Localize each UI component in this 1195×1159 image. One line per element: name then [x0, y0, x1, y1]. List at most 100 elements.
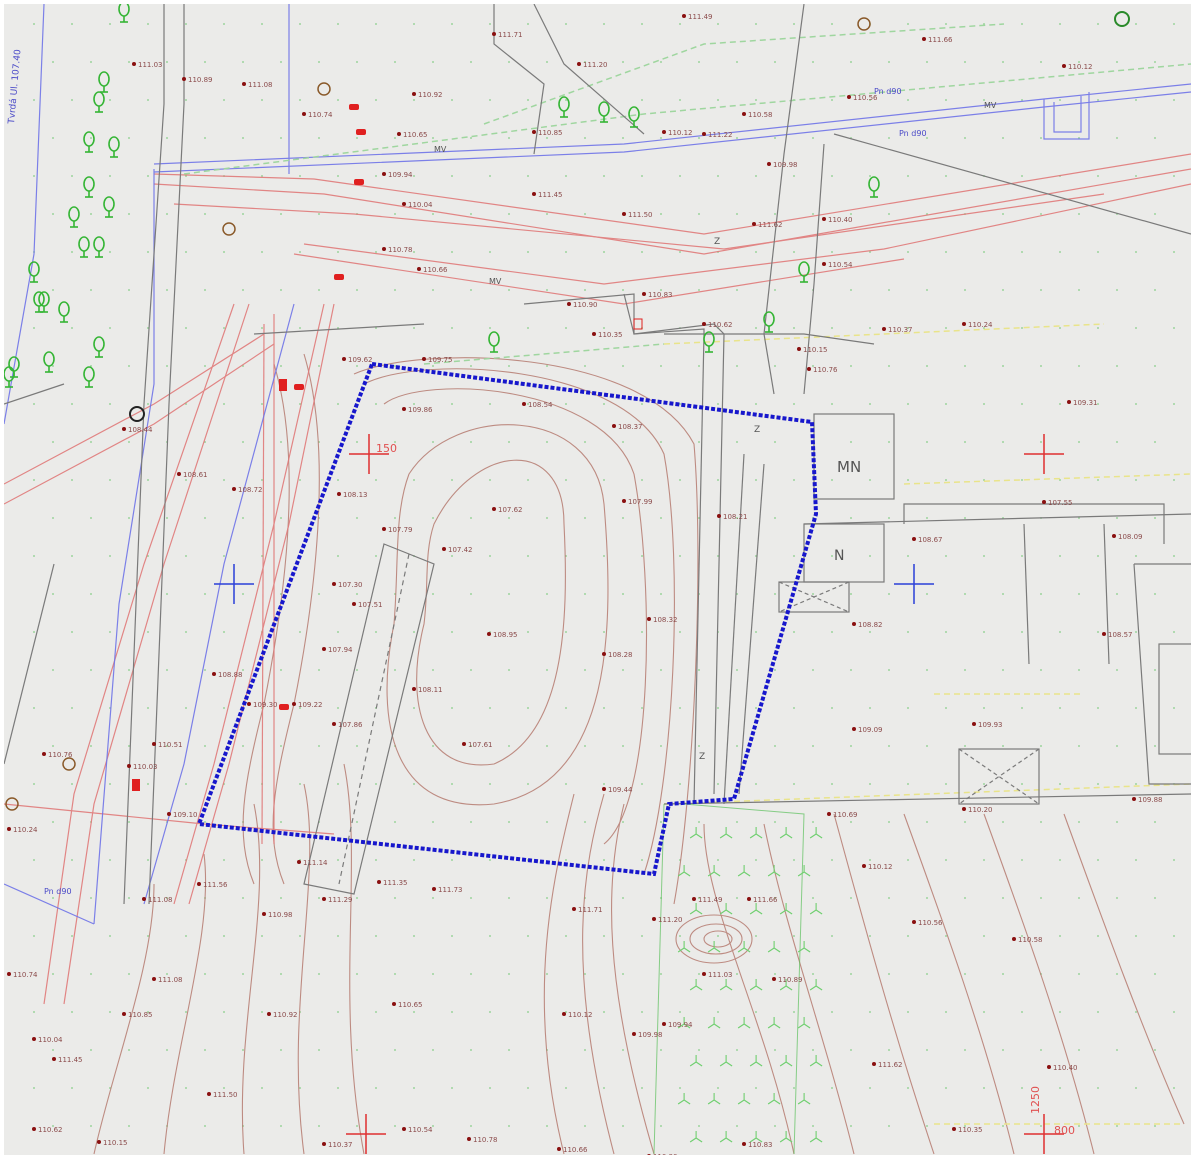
building	[303, 543, 435, 895]
grid-dot	[432, 593, 434, 595]
grid-dot	[52, 137, 54, 139]
misc-dashed-lines	[183, 23, 1191, 1125]
spot-height-point	[412, 687, 416, 691]
grid-dot	[527, 251, 529, 253]
grid-dot	[546, 441, 548, 443]
grid-dot	[470, 593, 472, 595]
spot-height: 110.89	[182, 76, 213, 84]
grid-dot	[793, 555, 795, 557]
grid-dot	[793, 23, 795, 25]
grid-dot	[1154, 517, 1156, 519]
grid-dot	[679, 707, 681, 709]
grid-dot	[470, 517, 472, 519]
grid-dot	[660, 1125, 662, 1127]
spot-height-point	[462, 742, 466, 746]
grid-dot	[1116, 517, 1118, 519]
grid-dot	[869, 631, 871, 633]
pipe-label: Pn d90	[44, 887, 72, 896]
grid-dot	[71, 175, 73, 177]
grid-dot	[679, 1087, 681, 1089]
spot-height-label: 110.12	[568, 1011, 593, 1019]
grid-dot	[1154, 61, 1156, 63]
property-line	[1133, 563, 1191, 785]
hydrant-icon	[356, 129, 366, 135]
spot-height-label: 111.71	[498, 31, 523, 39]
spot-height-label: 108.88	[218, 671, 243, 679]
spot-height: 110.40	[822, 216, 853, 224]
spot-height-point	[337, 492, 341, 496]
manhole-icon	[222, 222, 236, 236]
shrub-icon	[809, 827, 823, 839]
spot-height: 110.12	[662, 129, 693, 137]
utility-line	[1053, 96, 1082, 133]
grid-dot	[926, 973, 928, 975]
grid-dot	[888, 593, 890, 595]
grid-dot	[451, 783, 453, 785]
grid-dot	[527, 707, 529, 709]
grid-dot	[831, 555, 833, 557]
spot-height-label: 107.94	[328, 646, 353, 654]
grid-dot	[1135, 403, 1137, 405]
grid-dot	[1097, 327, 1099, 329]
grid-dot	[869, 251, 871, 253]
tree-icon	[43, 351, 55, 373]
grid-dot	[755, 327, 757, 329]
grid-mark-label: 150	[376, 442, 397, 455]
grid-dot	[945, 859, 947, 861]
plot-boundary[interactable]	[196, 361, 819, 877]
spot-height-label: 110.24	[13, 826, 38, 834]
tree-icon	[598, 101, 610, 123]
grid-dot	[128, 61, 130, 63]
utility-line	[1043, 92, 1090, 140]
grid-dot	[1078, 213, 1080, 215]
grid-dot	[1059, 403, 1061, 405]
spot-height-label: 108.61	[183, 471, 208, 479]
spot-height-label: 110.12	[668, 129, 693, 137]
shrub-icon	[689, 1055, 703, 1067]
grid-dot	[660, 821, 662, 823]
tree-icon	[8, 356, 20, 378]
grid-dot	[242, 441, 244, 443]
grid-dot	[983, 403, 985, 405]
grid-dot	[964, 137, 966, 139]
grid-dot	[413, 707, 415, 709]
grid-dot	[470, 213, 472, 215]
grid-dot	[717, 859, 719, 861]
grid-dot	[375, 403, 377, 405]
grid-dot	[71, 327, 73, 329]
spot-height-label: 107.79	[388, 526, 413, 534]
grid-dot	[850, 517, 852, 519]
grid-dot	[470, 1125, 472, 1127]
tree-icon	[68, 206, 80, 228]
grid-dot	[565, 99, 567, 101]
grid-dot	[660, 441, 662, 443]
grid-dot	[1173, 631, 1175, 633]
grid-dot	[432, 137, 434, 139]
spot-height-label: 110.04	[38, 1036, 63, 1044]
spot-height: 111.08	[142, 896, 173, 904]
spot-height: 108.57	[1102, 631, 1133, 639]
contour-line	[703, 823, 795, 1155]
spot-height: 109.98	[632, 1031, 663, 1039]
spot-height: 107.86	[332, 721, 363, 729]
spot-height-point	[167, 812, 171, 816]
hydrant-icon	[354, 179, 364, 185]
grid-dot	[888, 1049, 890, 1051]
spot-height: 110.35	[592, 331, 623, 339]
grid-dot	[375, 555, 377, 557]
grid-dot	[394, 517, 396, 519]
spot-height-point	[377, 880, 381, 884]
grid-cross-icon	[1024, 1114, 1064, 1154]
utility-line	[153, 91, 1191, 173]
grid-dot	[451, 327, 453, 329]
map-canvas[interactable]: 111.71111.20111.49111.66110.12110.56110.…	[4, 4, 1191, 1155]
grid-dot	[166, 973, 168, 975]
grid-dot	[508, 973, 510, 975]
grid-dot	[185, 327, 187, 329]
grid-dot	[508, 61, 510, 63]
grid-dot	[774, 1125, 776, 1127]
grid-dot	[1021, 935, 1023, 937]
grid-dot	[1173, 707, 1175, 709]
spot-height-point	[752, 222, 756, 226]
